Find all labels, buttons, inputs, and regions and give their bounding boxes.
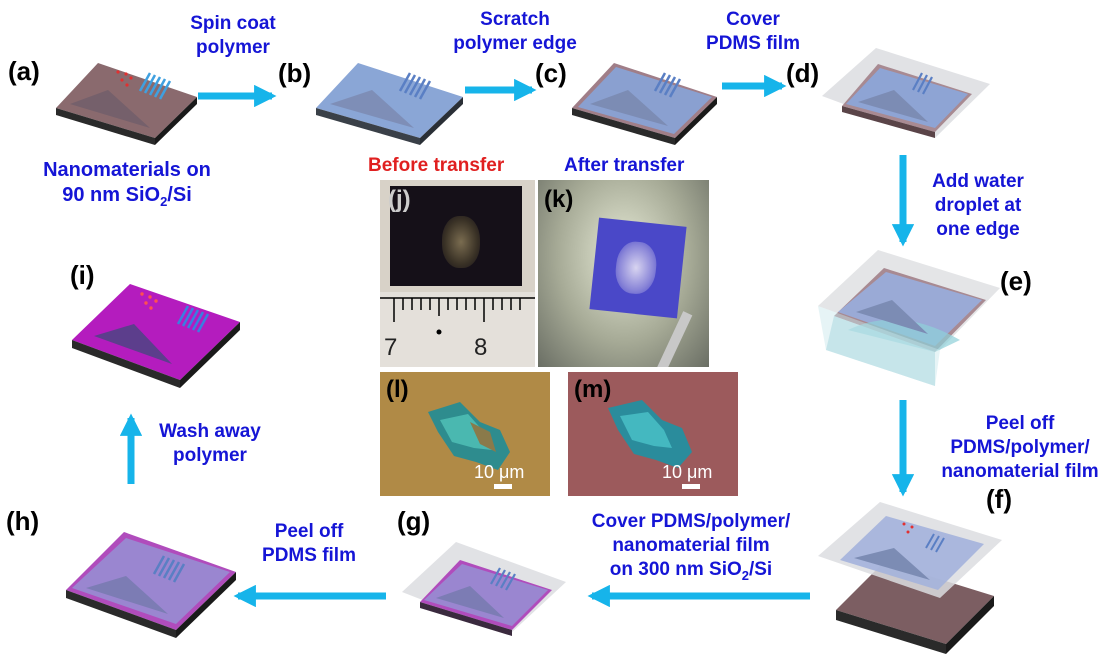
blue-chip-image bbox=[589, 217, 687, 319]
chip-a bbox=[56, 63, 197, 145]
tweezers bbox=[653, 311, 693, 367]
ruler: 7 8 bbox=[380, 292, 535, 367]
step-caption-peel-off-film: Peel off PDMS/polymer/ nanomaterial film bbox=[941, 413, 1099, 482]
chip-e bbox=[818, 250, 1000, 386]
panel-label-c: (c) bbox=[535, 58, 567, 88]
scale-bar-m bbox=[682, 484, 700, 489]
chip-i bbox=[72, 284, 240, 388]
chip-d bbox=[822, 48, 990, 138]
panel-label-i: (i) bbox=[70, 260, 95, 290]
photo-l-optical: (l) 10 μm bbox=[380, 372, 550, 496]
panel-label-j: (j) bbox=[388, 186, 411, 213]
panel-label-a: (a) bbox=[8, 56, 40, 86]
after-transfer-header: After transfer bbox=[564, 155, 685, 176]
panel-label-e: (e) bbox=[1000, 266, 1032, 296]
scale-bar-label-l: 10 μm bbox=[474, 462, 525, 482]
panel-label-h: (h) bbox=[6, 506, 40, 536]
scale-bar-label-m: 10 μm bbox=[662, 462, 713, 482]
chip-g bbox=[402, 542, 566, 636]
step-caption-scratch: Scratch polymer edge bbox=[453, 9, 577, 54]
scale-bar-l bbox=[494, 484, 512, 489]
ruler-label-7: 7 bbox=[384, 334, 398, 361]
photo-k-after: (k) bbox=[538, 180, 709, 367]
step-caption-water-droplet: Add water droplet at one edge bbox=[932, 171, 1024, 240]
panel-label-k: (k) bbox=[544, 186, 574, 213]
panel-label-d: (d) bbox=[786, 58, 820, 88]
step-caption-cover-pdms: Cover PDMS film bbox=[706, 9, 800, 54]
step-caption-cover-300nm: Cover PDMS/polymer/ nanomaterial film on… bbox=[591, 511, 791, 583]
photo-m-optical: (m) 10 μm bbox=[568, 372, 738, 496]
chip-c bbox=[572, 63, 717, 145]
panel-label-g: (g) bbox=[397, 506, 431, 536]
panel-label-b: (b) bbox=[278, 58, 312, 88]
panel-label-f: (f) bbox=[986, 484, 1012, 514]
chip-b bbox=[316, 63, 463, 145]
step-caption-wash-away: Wash away polymer bbox=[159, 421, 261, 466]
panel-label-l: (l) bbox=[386, 376, 409, 403]
panel-label-m: (m) bbox=[574, 376, 612, 403]
chip-f bbox=[818, 502, 1002, 654]
ruler-label-8: 8 bbox=[474, 334, 488, 361]
substrate-caption: Nanomaterials on 90 nm SiO2/Si bbox=[43, 159, 211, 209]
chip-h bbox=[66, 532, 236, 638]
step-caption-spin-coat: Spin coat polymer bbox=[190, 13, 276, 58]
dark-chip-image bbox=[390, 186, 522, 286]
before-transfer-header: Before transfer bbox=[368, 155, 505, 176]
photo-j-before: 7 8 (j) bbox=[380, 180, 535, 367]
step-caption-peel-off-pdms: Peel off PDMS film bbox=[262, 521, 356, 566]
process-arrows bbox=[119, 74, 915, 608]
